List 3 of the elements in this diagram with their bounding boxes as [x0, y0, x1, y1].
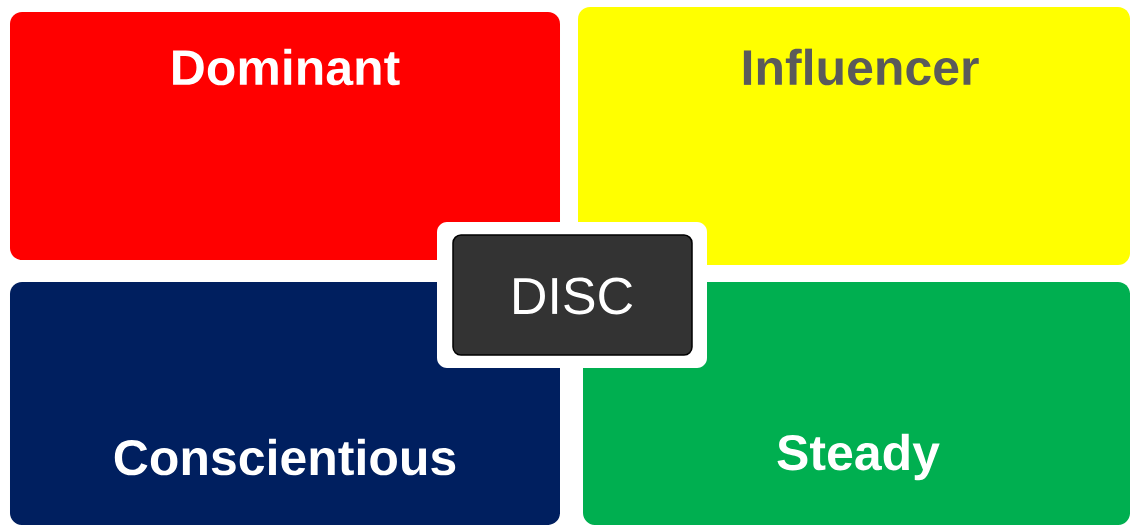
card: Dominant — [10, 12, 560, 260]
card: Influencer — [578, 7, 1130, 265]
center-button: DISC — [437, 222, 707, 368]
